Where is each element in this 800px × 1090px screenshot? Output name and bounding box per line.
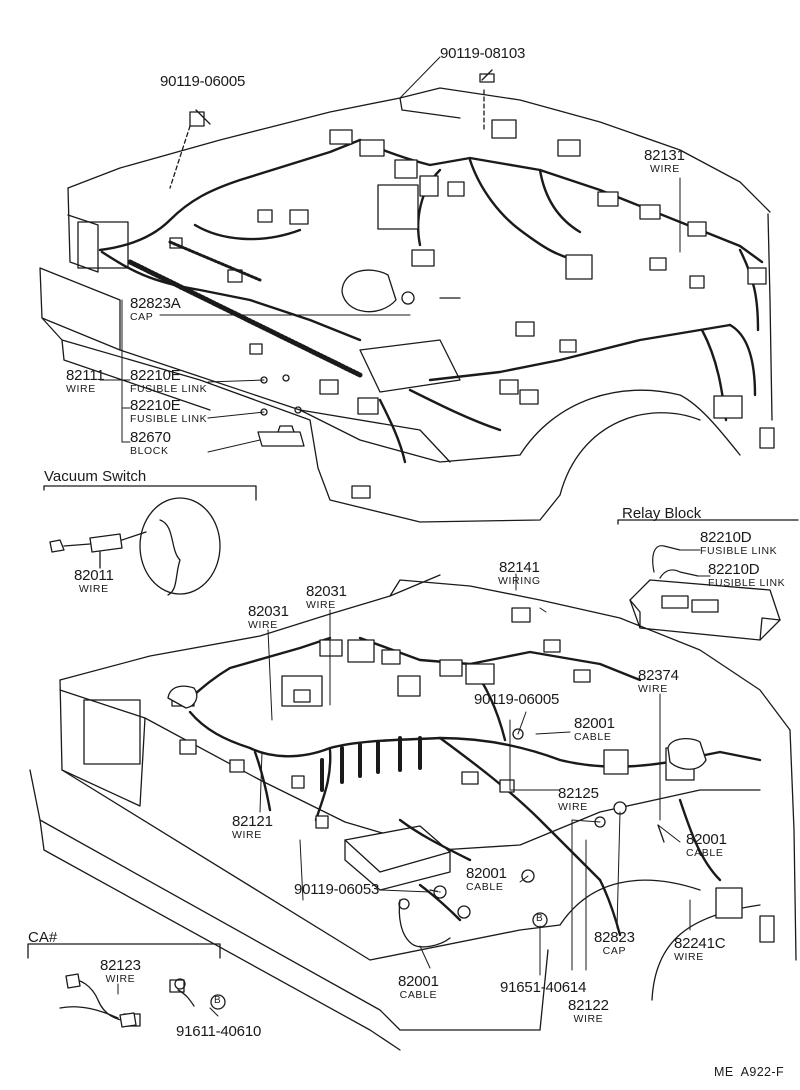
part-number: 82823 (594, 929, 635, 946)
callout-82210D-1: 82210D FUSIBLE LINK (700, 530, 777, 557)
part-description: WIRING (498, 575, 541, 587)
label-90119-06005-top: 90119-06005 (160, 73, 246, 90)
callout-82374: 82374 WIRE (638, 668, 679, 695)
section-title-relay-block: Relay Block (622, 505, 702, 522)
upper-connectors (169, 119, 775, 499)
section-title-vacuum-switch: Vacuum Switch (44, 468, 147, 485)
part-number: 82011 (74, 567, 114, 584)
part-description: WIRE (78, 583, 109, 595)
part-number: 82210D (708, 561, 760, 578)
callout-82141: 82141 WIRING (498, 560, 541, 587)
vacuum-switch-assembly (43, 485, 257, 596)
part-number: 82210D (700, 529, 752, 546)
part-description: WIRE (248, 619, 278, 631)
callout-82670: 82670 BLOCK (130, 430, 171, 457)
lower-details (167, 685, 707, 1010)
part-description: WIRE (638, 683, 668, 695)
part-description: CABLE (466, 881, 504, 893)
part-description: WIRE (573, 1013, 604, 1025)
part-description: WIRE (232, 829, 262, 841)
part-description: WIRE (306, 599, 336, 611)
part-number: 82001 (574, 715, 615, 732)
part-description: WIRE (66, 383, 96, 395)
part-number: 82121 (232, 813, 273, 830)
part-description: CABLE (399, 989, 438, 1001)
marker-b-upper: B (536, 913, 543, 924)
section-title-ca: CA# (28, 929, 58, 946)
callout-82125: 82125 WIRE (558, 786, 599, 813)
callout-82031-b: 82031 WIRE (306, 584, 347, 611)
part-number: 82001 (398, 973, 439, 990)
part-number: 82031 (248, 603, 289, 620)
label-90119-06053: 90119-06053 (294, 881, 380, 898)
callout-82123: 82123 WIRE (100, 958, 141, 985)
callout-82121: 82121 WIRE (232, 814, 273, 841)
callout-82131: 82131 WIRE (644, 148, 685, 175)
part-description: FUSIBLE LINK (700, 545, 778, 557)
callout-82031-a: 82031 WIRE (248, 604, 289, 631)
marker-b-ca: B (214, 995, 221, 1006)
part-number: 82141 (498, 559, 540, 576)
part-number: 82823A (130, 295, 181, 312)
upper-details (127, 69, 495, 447)
label-90119-06005-bottom: 90119-06005 (474, 691, 560, 708)
label-91611-40610: 91611-40610 (176, 1023, 262, 1040)
part-description: BLOCK (130, 445, 169, 457)
callout-82122: 82122 WIRE (568, 998, 609, 1025)
relay-block-assembly (617, 519, 799, 641)
part-number: 82123 (100, 957, 141, 974)
upper-vehicle-body (39, 87, 773, 523)
part-number: 82001 (686, 831, 727, 848)
part-number: 82241C (674, 935, 726, 952)
part-number: 82210E (130, 367, 181, 384)
part-description: FUSIBLE LINK (708, 577, 786, 589)
callout-82001-d: 82001 CABLE (398, 974, 439, 1001)
callout-82823: 82823 CAP (594, 930, 635, 957)
label-91651-40614: 91651-40614 (500, 979, 587, 996)
lower-vehicle-body (29, 574, 797, 1051)
part-number: 82001 (466, 865, 507, 882)
upper-leader-lines (99, 56, 681, 453)
callout-82111: 82111 WIRE (66, 368, 105, 395)
part-number: 82131 (644, 147, 685, 164)
callout-82210E-1: 82210E FUSIBLE LINK (130, 368, 207, 395)
callout-82210E-2: 82210E FUSIBLE LINK (130, 398, 207, 425)
part-number: 82374 (638, 667, 679, 684)
callout-82011: 82011 WIRE (74, 568, 114, 595)
part-description: WIRE (558, 801, 588, 813)
part-number: 82122 (568, 997, 609, 1014)
part-description: CAP (130, 311, 154, 323)
label-90119-08103: 90119-08103 (440, 45, 526, 62)
callout-82241C: 82241C WIRE (674, 935, 726, 963)
part-description: WIRE (674, 951, 704, 963)
part-description: CABLE (574, 731, 612, 743)
part-description: FUSIBLE LINK (130, 383, 208, 395)
part-number: 82210E (130, 397, 181, 414)
callout-82001-b: 82001 CABLE (686, 832, 727, 859)
callout-82001-c: 82001 CABLE (466, 866, 507, 893)
part-number: 82125 (558, 785, 599, 802)
figure-code: ME A922-F (714, 1065, 784, 1079)
part-description: CABLE (686, 847, 724, 859)
part-number: 82111 (66, 367, 105, 384)
lower-leader-lines (259, 573, 691, 976)
part-number: 82031 (306, 583, 347, 600)
callout-82001-a: 82001 CABLE (574, 716, 615, 743)
part-description: WIRE (650, 163, 680, 175)
callout-82823A: 82823A CAP (130, 296, 181, 323)
callout-82210D-2: 82210D FUSIBLE LINK (708, 562, 785, 589)
ca-detail (27, 943, 221, 1028)
part-description: WIRE (105, 973, 136, 985)
part-description: FUSIBLE LINK (130, 413, 208, 425)
part-description: CAP (602, 945, 627, 957)
part-number: 82670 (130, 429, 171, 446)
